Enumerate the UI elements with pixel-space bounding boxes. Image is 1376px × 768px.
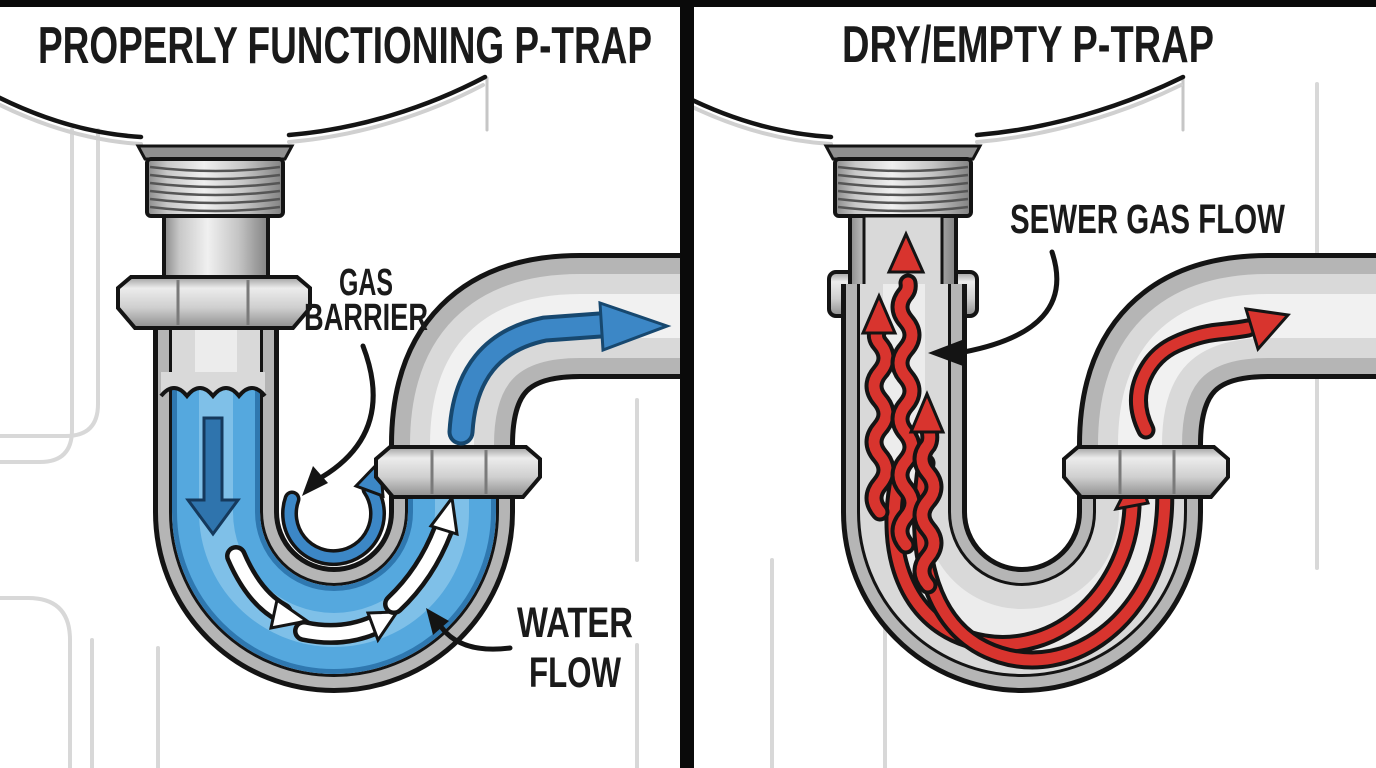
water-flow-label-line1: WATER (517, 599, 633, 647)
right-sink-basin (681, 74, 1186, 146)
left-slip-nut-upper (116, 275, 312, 330)
sewer-gas-flow-label: SEWER GAS FLOW (1010, 196, 1285, 242)
water-flow-label-line2: FLOW (529, 649, 621, 697)
right-slip-nut-outlet-facets (1118, 450, 1176, 494)
left-sink-basin (0, 74, 488, 146)
gas-barrier-pointer-arrow (302, 343, 376, 496)
left-tailpiece-tube (162, 214, 270, 284)
right-panel: SEWER GAS FLOW DRY/EMPTY P-TRAP (681, 16, 1376, 670)
left-slip-nut-outlet (374, 445, 542, 499)
drain-flow-arrow-icon (447, 300, 672, 446)
right-panel-title: DRY/EMPTY P-TRAP (842, 16, 1214, 74)
background-schematic-lines (0, 76, 1319, 768)
gas-barrier-label-line1: GAS (339, 262, 393, 304)
gas-barrier-arc-arrow-icon (281, 457, 386, 567)
sewer-gas-outlet-arrow (1129, 307, 1291, 440)
left-slip-nut-upper-facets (176, 280, 250, 325)
sewer-gas-arrows (860, 230, 1175, 670)
water-flow-pointer-arrow (426, 608, 513, 652)
left-slip-nut-outlet-facets (430, 450, 488, 494)
left-drain-assembly (135, 144, 295, 284)
right-drain-flange (823, 144, 983, 161)
gas-barrier-label-line2: BARRIER (304, 297, 428, 339)
left-thread-ridges (149, 165, 281, 213)
water-surface-wave (159, 372, 267, 400)
left-panel-title: PROPERLY FUNCTIONING P-TRAP (38, 17, 652, 75)
left-drain-flange (135, 144, 295, 161)
left-panel: GAS BARRIER WATER FLOW PROPERLY FUNCTION… (0, 17, 688, 697)
panel-divider (680, 0, 694, 768)
right-thread-ridges (837, 165, 969, 213)
sewer-gas-pointer-arrow (928, 249, 1060, 366)
water-down-arrow-icon (185, 416, 241, 537)
water-flow-curved-arrows (225, 494, 459, 645)
right-slip-nut-outlet (1062, 445, 1230, 499)
